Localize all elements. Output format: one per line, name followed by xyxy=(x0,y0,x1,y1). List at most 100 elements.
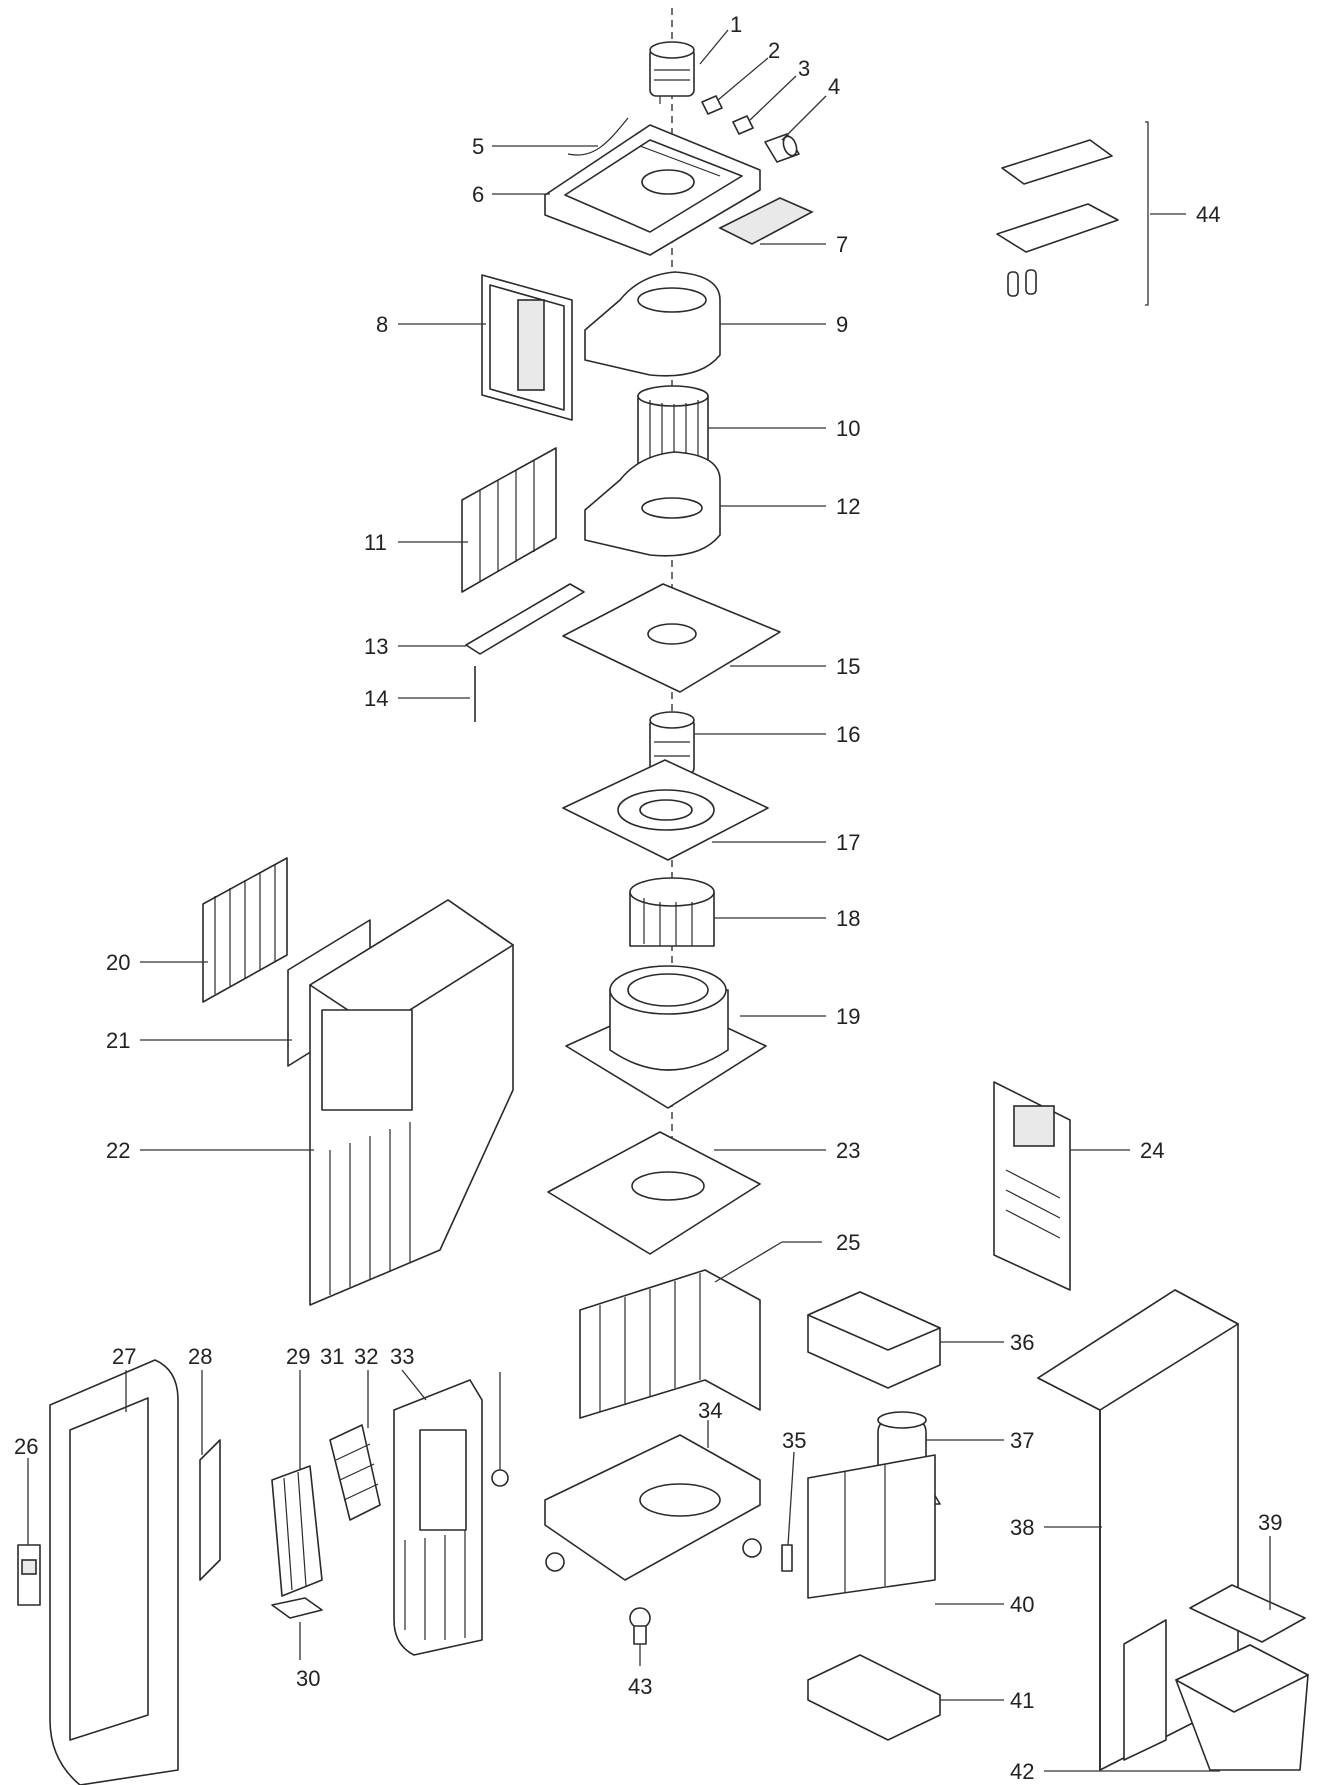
part-number-18: 18 xyxy=(836,906,860,931)
part-label-16: 16 xyxy=(694,722,860,747)
part-number-30: 30 xyxy=(296,1666,320,1691)
part-label-15: 15 xyxy=(730,654,860,679)
part-19-fan-shroud xyxy=(565,965,767,1109)
part-number-23: 23 xyxy=(836,1138,860,1163)
part-label-3: 3 xyxy=(749,56,810,121)
part-label-24: 24 xyxy=(1070,1138,1164,1163)
part-label-27: 27 xyxy=(112,1344,136,1412)
part-label-8: 8 xyxy=(376,312,486,337)
part-number-38: 38 xyxy=(1010,1515,1034,1540)
part-label-10: 10 xyxy=(708,416,860,441)
part-number-26: 26 xyxy=(14,1434,38,1459)
part-number-10: 10 xyxy=(836,416,860,441)
part-label-2: 2 xyxy=(717,38,780,101)
part-label-19: 19 xyxy=(740,1004,860,1029)
part-number-28: 28 xyxy=(188,1344,212,1369)
part-32-vanes xyxy=(329,1424,381,1521)
part-label-12: 12 xyxy=(720,494,860,519)
part-label-32: 32 xyxy=(354,1344,378,1428)
part-label-34: 34 xyxy=(698,1398,722,1448)
part-3-clip xyxy=(732,115,754,135)
part-label-35: 35 xyxy=(782,1428,806,1546)
part-18-fan-wheel xyxy=(629,877,715,947)
part-40-partition xyxy=(807,1454,936,1599)
part-label-31: 31 xyxy=(320,1344,344,1369)
part-27-front-panel xyxy=(49,1359,179,1785)
part-number-1: 1 xyxy=(730,12,742,37)
part-number-5: 5 xyxy=(472,134,484,159)
part-number-39: 39 xyxy=(1258,1510,1282,1535)
part-35-sensor xyxy=(781,1544,793,1572)
part-number-35: 35 xyxy=(782,1428,806,1453)
part-label-44: 44 xyxy=(1150,202,1220,227)
part-22-rear-cabinet xyxy=(309,899,514,1306)
part-label-4: 4 xyxy=(781,74,840,141)
part-number-17: 17 xyxy=(836,830,860,855)
part-23-plate xyxy=(547,1131,761,1255)
part-label-42: 42 xyxy=(1010,1759,1220,1784)
part-number-12: 12 xyxy=(836,494,860,519)
part-13-bracket xyxy=(465,583,585,655)
part-number-20: 20 xyxy=(106,950,130,975)
part-17-motor-plate xyxy=(562,759,769,861)
part-12-fan-housing-lower xyxy=(584,451,721,557)
part-label-37: 37 xyxy=(926,1428,1034,1453)
part-41-base-tray xyxy=(807,1654,941,1741)
part-number-21: 21 xyxy=(106,1028,130,1053)
part-number-3: 3 xyxy=(798,56,810,81)
part-number-44: 44 xyxy=(1196,202,1220,227)
part-2-clip xyxy=(701,95,723,115)
part-number-11: 11 xyxy=(364,530,387,555)
part-4-capacitor xyxy=(764,133,800,163)
part-number-7: 7 xyxy=(836,232,848,257)
part-15-plate xyxy=(562,583,781,693)
part-label-21: 21 xyxy=(106,1028,292,1053)
part-number-29: 29 xyxy=(286,1344,310,1369)
part-number-42: 42 xyxy=(1010,1759,1034,1784)
part-label-30: 30 xyxy=(296,1622,320,1691)
part-label-6: 6 xyxy=(472,182,550,207)
part-5-wire xyxy=(567,117,629,156)
part-33-control-panel xyxy=(393,1379,483,1656)
part-number-8: 8 xyxy=(376,312,388,337)
part-29-louver xyxy=(271,1465,323,1597)
part-number-9: 9 xyxy=(836,312,848,337)
part-8-grille xyxy=(481,274,573,421)
part-number-37: 37 xyxy=(1010,1428,1034,1453)
part-39-bracket xyxy=(1189,1584,1306,1643)
part-number-40: 40 xyxy=(1010,1592,1034,1617)
part-28-drain-hose xyxy=(199,1439,221,1581)
part-label-14: 14 xyxy=(364,686,470,711)
part-label-13: 13 xyxy=(364,634,466,659)
part-label-17: 17 xyxy=(712,830,860,855)
part-number-33: 33 xyxy=(390,1344,414,1369)
part-number-16: 16 xyxy=(836,722,860,747)
part-36-drain-tray xyxy=(807,1291,941,1389)
part-label-26: 26 xyxy=(14,1434,38,1545)
part-label-39: 39 xyxy=(1258,1510,1282,1610)
part-30-louver-link xyxy=(271,1597,323,1619)
part-number-22: 22 xyxy=(106,1138,130,1163)
part-label-36: 36 xyxy=(940,1330,1034,1355)
part-number-6: 6 xyxy=(472,182,484,207)
part-number-41: 41 xyxy=(1010,1688,1034,1713)
part-20-grille xyxy=(202,857,288,1003)
part-label-40: 40 xyxy=(935,1592,1034,1617)
part-number-14: 14 xyxy=(364,686,388,711)
part-33-clip-ring xyxy=(491,1372,509,1487)
part-16-motor xyxy=(649,711,695,775)
part-label-38: 38 xyxy=(1010,1515,1102,1540)
part-label-20: 20 xyxy=(106,950,208,975)
part-24-side-grille xyxy=(993,1081,1071,1291)
part-number-13: 13 xyxy=(364,634,388,659)
part-26-display-module xyxy=(17,1544,41,1606)
part-label-29: 29 xyxy=(286,1344,310,1470)
part-number-4: 4 xyxy=(828,74,840,99)
part-25-condenser xyxy=(579,1269,761,1419)
part-label-22: 22 xyxy=(106,1138,314,1163)
part-label-11: 11 xyxy=(364,530,468,555)
part-43-caster xyxy=(629,1607,651,1645)
part-label-33: 33 xyxy=(390,1344,427,1401)
part-number-34: 34 xyxy=(698,1398,722,1423)
